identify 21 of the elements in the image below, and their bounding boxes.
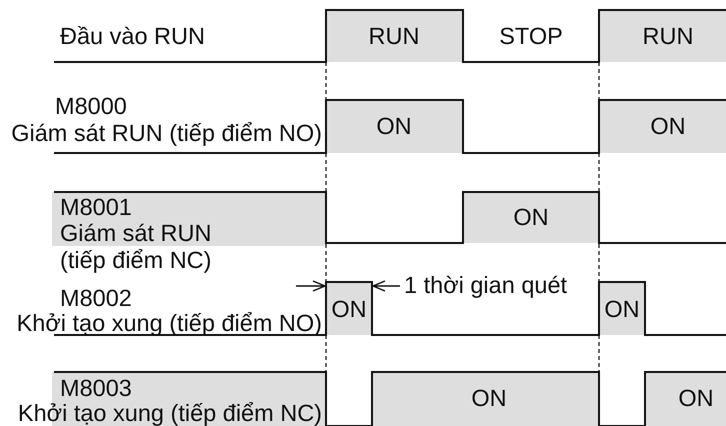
signal-name: (tiếp điểm NC) (60, 247, 212, 273)
state-label: ON (604, 296, 640, 322)
signal-name: Khởi tạo xung (tiếp điểm NO) (16, 310, 322, 336)
signal-name: Giám sát RUN (tiếp điểm NO) (11, 120, 322, 146)
signal-address: M8001 (60, 194, 132, 220)
state-label: ON (650, 113, 686, 139)
signal-address: M8002 (60, 285, 132, 311)
signal-name: Đầu vào RUN (60, 23, 205, 49)
state-label: ON (331, 296, 367, 322)
state-label: RUN (642, 23, 694, 49)
signal-name: Khởi tạo xung (tiếp điểm NC) (18, 400, 322, 426)
signal-address: M8000 (55, 93, 127, 119)
state-label: ON (471, 385, 507, 411)
state-label: STOP (499, 23, 563, 49)
dimension-label: 1 thời gian quét (404, 272, 568, 298)
state-label: ON (513, 204, 549, 230)
state-label: RUN (368, 23, 420, 49)
signal-address: M8003 (60, 375, 132, 401)
signal-name: Giám sát RUN (60, 220, 212, 246)
state-label: ON (376, 113, 412, 139)
state-label: ON (678, 385, 714, 411)
